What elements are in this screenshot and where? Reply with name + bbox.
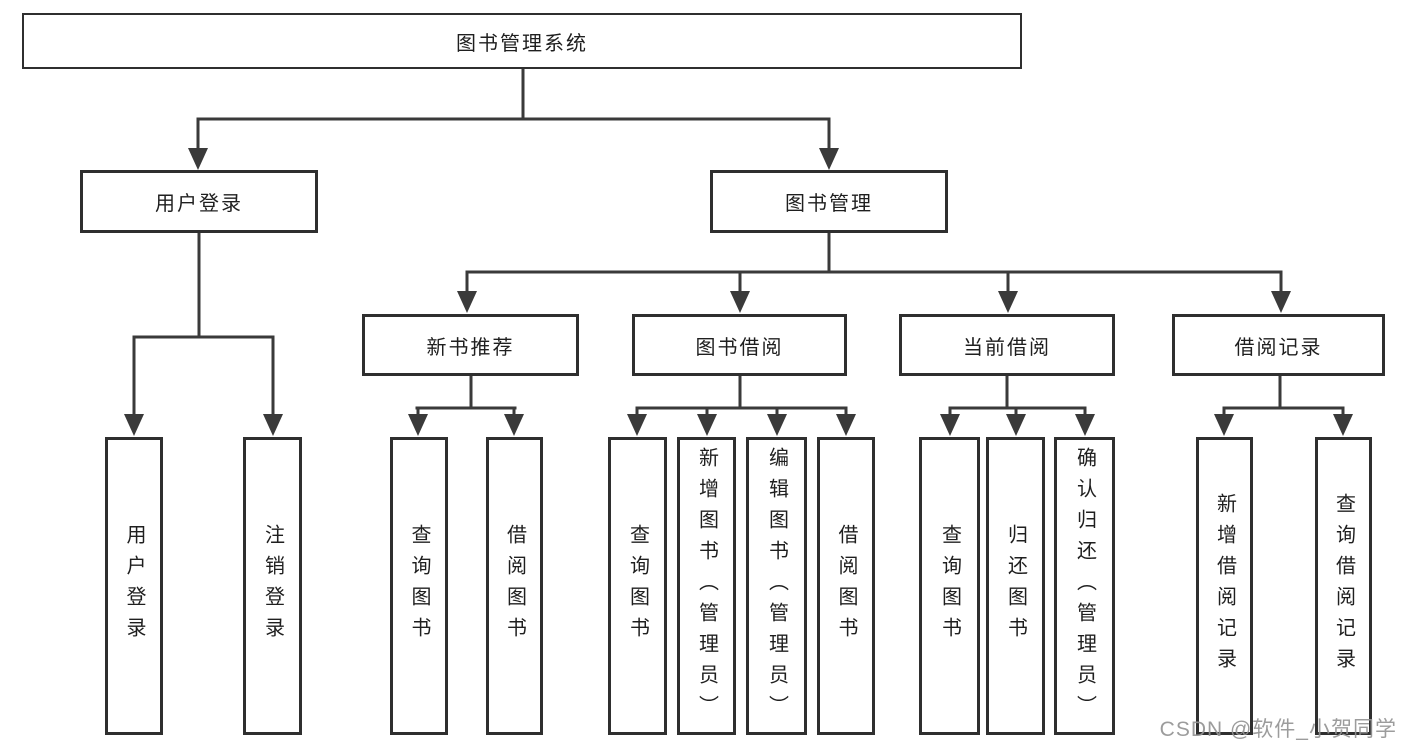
leaf-edit-book-label: 编辑图书（管理员） [765, 446, 788, 726]
leaf-add-book-label: 新增图书（管理员） [695, 446, 718, 726]
node-user-login-label: 用户登录 [155, 193, 243, 215]
leaf-query-book-borrow-label: 查询图书 [626, 524, 649, 648]
leaf-query-borrow-record: 查询借阅记录 [1315, 437, 1372, 735]
leaf-borrow-book-rec-label: 借阅图书 [503, 524, 526, 648]
leaf-add-borrow-record: 新增借阅记录 [1196, 437, 1253, 735]
leaf-confirm-return: 确认归还（管理员） [1054, 437, 1115, 735]
csdn-watermark: CSDN @软件_小贺同学 [1159, 718, 1397, 741]
node-new-book-rec-label: 新书推荐 [426, 336, 515, 359]
node-root: 图书管理系统 [22, 13, 1022, 69]
leaf-edit-book: 编辑图书（管理员） [746, 437, 807, 735]
leaf-user-login-label: 用户登录 [123, 524, 145, 648]
node-borrow-record-label: 借阅记录 [1234, 336, 1323, 359]
node-user-login: 用户登录 [80, 170, 318, 233]
leaf-query-borrow-record-label: 查询借阅记录 [1332, 493, 1355, 679]
node-new-book-rec: 新书推荐 [362, 314, 579, 376]
leaf-borrow-book-borrow: 借阅图书 [817, 437, 875, 735]
leaf-borrow-book-rec: 借阅图书 [486, 437, 543, 735]
leaf-query-book-current-label: 查询图书 [938, 524, 961, 648]
node-book-mgmt: 图书管理 [710, 170, 948, 233]
leaf-user-login: 用户登录 [105, 437, 163, 735]
leaf-return-book-label: 归还图书 [1004, 524, 1027, 648]
leaf-logout-label: 注销登录 [261, 524, 284, 648]
node-book-mgmt-label: 图书管理 [785, 193, 873, 215]
leaf-confirm-return-label: 确认归还（管理员） [1073, 446, 1096, 726]
leaf-add-borrow-record-label: 新增借阅记录 [1213, 493, 1236, 679]
node-book-borrow-label: 图书借阅 [695, 336, 784, 359]
leaf-return-book: 归还图书 [986, 437, 1045, 735]
node-book-borrow: 图书借阅 [632, 314, 847, 376]
leaf-query-book-rec: 查询图书 [390, 437, 448, 735]
leaf-add-book: 新增图书（管理员） [677, 437, 736, 735]
node-borrow-record: 借阅记录 [1172, 314, 1385, 376]
node-current-borrow-label: 当前借阅 [963, 336, 1051, 359]
node-current-borrow: 当前借阅 [899, 314, 1115, 376]
node-root-label: 图书管理系统 [456, 32, 588, 55]
leaf-logout: 注销登录 [243, 437, 302, 735]
leaf-borrow-book-borrow-label: 借阅图书 [835, 524, 857, 648]
leaf-query-book-borrow: 查询图书 [608, 437, 667, 735]
leaf-query-book-rec-label: 查询图书 [408, 524, 430, 648]
leaf-query-book-current: 查询图书 [919, 437, 980, 735]
